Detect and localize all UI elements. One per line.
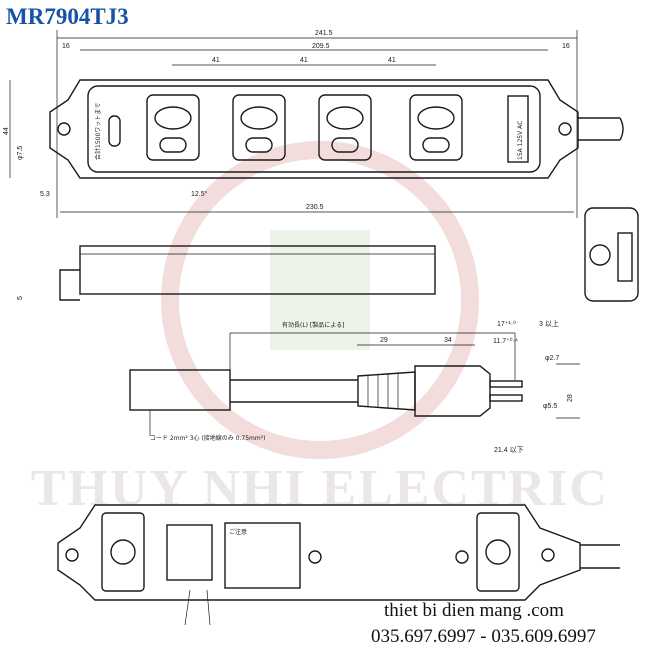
dim-edge-left: 16 (62, 43, 70, 50)
outlet-1 (146, 94, 200, 161)
rating-label: 15A 125V AC (517, 121, 524, 160)
dim-cord-a: 29 (380, 337, 388, 344)
cord-note: コード 2mm² 3心 (接地線のみ 0.75mm²) (150, 434, 266, 442)
bottom-view: ご注意 (57, 504, 620, 626)
dim-plug-4: 21.4 以下 (494, 446, 524, 454)
dim-inner: 209.5 (312, 43, 330, 50)
dim-pitch-2: 41 (300, 57, 308, 64)
dim-edge-right: 16 (562, 43, 570, 50)
dim-plug-5: 28 (567, 394, 574, 402)
outlet-4 (409, 94, 463, 161)
dim-base: 230.5 (306, 204, 324, 211)
dim-height: 44 (3, 127, 10, 135)
dim-plug-7: φ5.5 (543, 403, 557, 410)
caution-label: ご注意 (229, 528, 247, 536)
footer-site: thiet bi dien mang .com (384, 600, 564, 621)
watermark-text: THUY NHI ELECTRIC (31, 460, 609, 517)
dim-pitch-3: 41 (388, 57, 396, 64)
dim-pitch-1: 41 (212, 57, 220, 64)
dim-hole: φ7.5 (17, 146, 24, 160)
cord-plug-view: 有効長(L) [製品による] 29 34 17⁺¹·⁰ 3 以上 11.7⁺⁰·… (129, 319, 580, 454)
dim-plug-6: φ2.7 (545, 355, 559, 362)
dim-cord-b: 34 (444, 337, 452, 344)
end-view (584, 207, 639, 302)
capacity-label: 合計1500ワットまで (94, 103, 102, 160)
side-view: 5 (17, 245, 436, 301)
cord-length-label: 有効長(L) [製品による] (282, 321, 344, 329)
background-logo (161, 141, 479, 459)
dim-plug-2: 11.7⁺⁰·⁴ (493, 337, 518, 345)
dim-offset: 5.3 (40, 191, 50, 198)
footer-phones: 035.697.6997 - 035.609.6997 (371, 626, 596, 647)
dim-total: 241.5 (315, 30, 333, 37)
outlet-2 (232, 94, 286, 161)
outlet-3 (318, 94, 372, 161)
dim-plug-3: 3 以上 (539, 319, 559, 328)
dim-angle: 12.5° (191, 190, 208, 198)
dim-side-height: 5 (17, 296, 24, 300)
top-view: 241.5 209.5 16 16 41 41 41 合計1500ワットまで (3, 30, 624, 218)
model-title: MR7904TJ3 (6, 4, 129, 29)
dim-plug-1: 17⁺¹·⁰ (497, 320, 516, 328)
